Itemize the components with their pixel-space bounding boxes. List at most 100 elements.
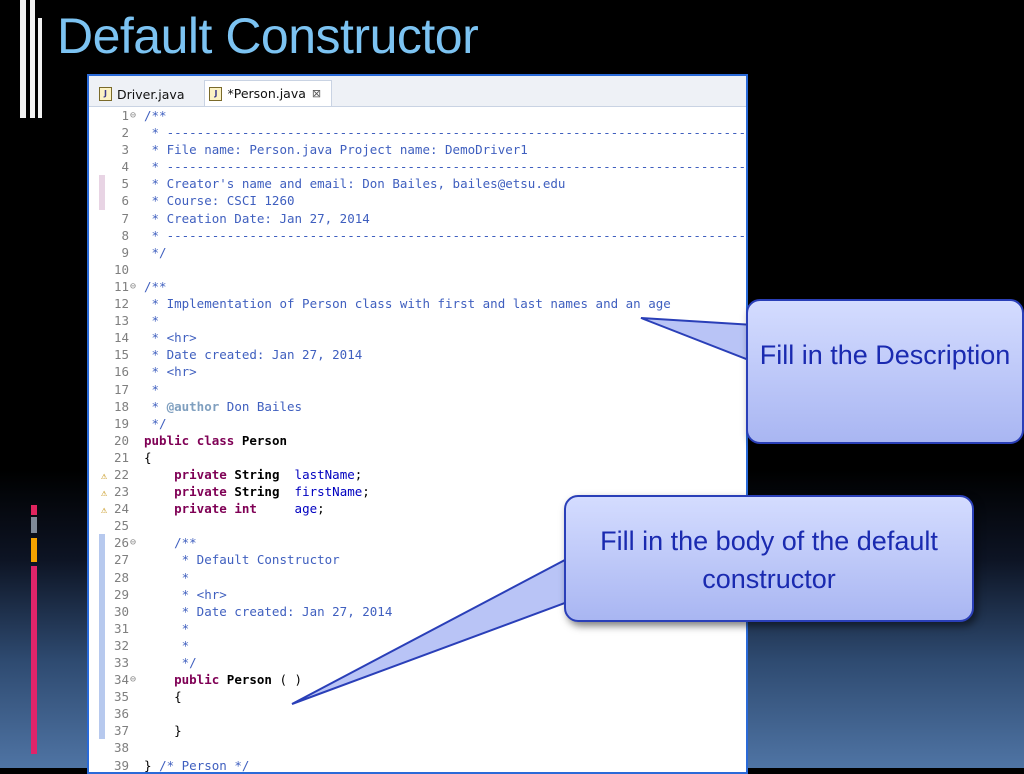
line-gutter: 6 [89,192,141,210]
line-number: 15 [113,347,129,363]
deco-bar-red [31,505,37,515]
code-line[interactable]: 26⊖ /** [89,534,746,552]
fold-icon[interactable]: ⊖ [130,537,137,549]
code-text: * Default Constructor [144,552,340,568]
code-text: * Date created: Jan 27, 2014 [144,347,363,363]
code-line[interactable]: 10 [89,261,746,278]
code-line[interactable]: 9 */ [89,244,746,261]
code-line[interactable]: 38 [89,739,746,756]
tab-driver-java[interactable]: J Driver.java [95,82,194,106]
line-gutter: 34⊖ [89,671,141,689]
tab-person-java[interactable]: J *Person.java ⊠ [204,80,333,106]
code-text: * [144,569,190,585]
code-line[interactable]: 4 * ------------------------------------… [89,158,746,175]
code-line[interactable]: 2 * ------------------------------------… [89,124,746,141]
code-line[interactable]: 8 * ------------------------------------… [89,227,746,244]
code-line[interactable]: 32 * [89,636,746,654]
change-marker [99,534,105,552]
code-text: * Creator's name and email: Don Bailes, … [144,176,566,192]
fold-icon[interactable]: ⊖ [130,280,137,292]
line-number: 19 [113,415,129,431]
code-text: * Implementation of Person class with fi… [144,296,671,312]
code-area[interactable]: 1⊖/**2 * -------------------------------… [89,107,746,772]
code-line[interactable]: 27 * Default Constructor [89,551,746,569]
code-line[interactable]: 5 * Creator's name and email: Don Bailes… [89,175,746,193]
line-number: 9 [121,244,129,260]
code-line[interactable]: 21{ [89,449,746,466]
code-line[interactable]: 16 * <hr> [89,363,746,380]
code-text: */ [144,415,167,431]
code-line[interactable]: 3 * File name: Person.java Project name:… [89,141,746,158]
line-number: 20 [113,432,129,448]
code-line[interactable]: 11⊖/** [89,278,746,295]
code-line[interactable]: 19 */ [89,415,746,432]
code-line[interactable]: 7 * Creation Date: Jan 27, 2014 [89,210,746,227]
code-text: { [144,689,182,705]
line-gutter: 11⊖ [89,278,141,295]
code-text: * <hr> [144,364,197,380]
line-gutter: 3 [89,141,141,158]
line-gutter: 5 [89,175,141,193]
code-text: public Person ( ) [174,672,303,688]
line-number: 31 [113,620,129,636]
code-line[interactable]: 25 [89,517,746,534]
java-file-icon: J [209,86,223,101]
change-marker [99,722,105,740]
line-gutter: 26⊖ [89,534,141,552]
close-tab-icon[interactable]: ⊠ [311,87,322,100]
code-line[interactable]: 28 * [89,568,746,586]
code-line[interactable]: 30 * Date created: Jan 27, 2014 [89,602,746,620]
change-marker [99,671,105,689]
code-line[interactable]: 35 { [89,688,746,706]
code-line[interactable]: ⚠22 private String lastName; [89,466,746,483]
deco-bar-white-3 [38,18,42,118]
line-gutter: ⚠ 24 [89,500,141,517]
line-gutter: 32 [89,636,141,654]
code-line[interactable]: 37 } [89,722,746,740]
warning-icon[interactable]: ⚠ [101,470,108,482]
slide-title: Default Constructor [57,8,479,64]
line-number: 28 [113,569,129,585]
warning-icon[interactable]: ⚠ [101,488,108,500]
code-line[interactable]: ⚠23 private String firstName; [89,483,746,500]
code-editor-window: J Driver.java J *Person.java ⊠ 1⊖/**2 * … [87,74,748,774]
callout-pointer-description [640,317,755,364]
code-text: * Course: CSCI 1260 [144,193,295,209]
line-gutter: 31 [89,619,141,637]
change-marker [99,636,105,654]
warning-icon[interactable]: ⚠ [101,505,108,517]
fold-icon[interactable]: ⊖ [130,110,137,121]
code-line[interactable]: 31 * [89,619,746,637]
line-gutter: 36 [89,705,141,723]
line-gutter: 9 [89,244,141,261]
code-line[interactable]: 17 * [89,381,746,398]
code-line[interactable]: 34⊖ public Person ( ) [89,671,746,689]
code-line[interactable]: 6 * Course: CSCI 1260 [89,192,746,210]
fold-icon[interactable]: ⊖ [130,674,137,686]
code-line[interactable]: 14 * <hr> [89,329,746,346]
change-marker [99,619,105,637]
line-number: 29 [113,586,129,602]
code-line[interactable]: 1⊖/** [89,107,746,124]
change-marker [99,568,105,586]
line-gutter: 1⊖ [89,107,141,124]
code-line[interactable]: ⚠24 private int age; [89,500,746,517]
code-text: * --------------------------------------… [151,227,747,243]
line-number: 37 [113,723,129,739]
code-line[interactable]: 13 * [89,312,746,329]
tab-label: *Person.java [227,86,306,101]
code-line[interactable]: 20 public class Person [89,432,746,449]
code-line[interactable]: 33 */ [89,654,746,672]
code-line[interactable]: 12 * Implementation of Person class with… [89,295,746,312]
code-line[interactable]: 15 * Date created: Jan 27, 2014 [89,346,746,363]
line-gutter: 10 [89,261,141,278]
code-text: /** [144,535,197,551]
line-number: 6 [121,193,129,209]
code-text: * [144,637,190,653]
code-text: public class Person [144,432,288,448]
code-line[interactable]: 29 * <hr> [89,585,746,603]
code-line[interactable]: 18 * @author Don Bailes [89,398,746,415]
line-number: 24 [113,501,129,517]
deco-bar-pink [31,566,37,754]
code-line[interactable]: 36 [89,705,746,723]
